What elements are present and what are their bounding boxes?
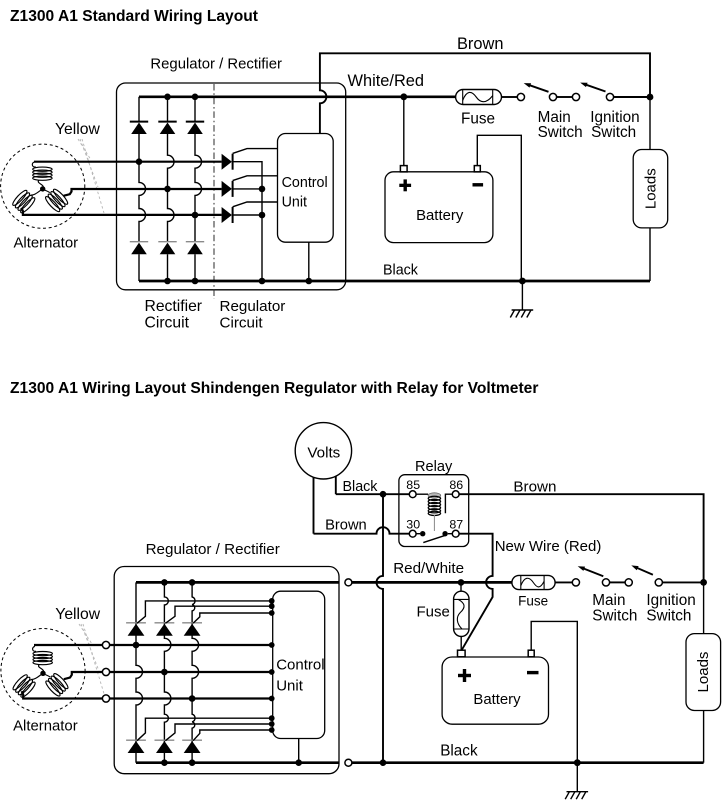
svg-text:Loads: Loads xyxy=(642,168,659,209)
svg-text:Loads: Loads xyxy=(695,652,712,693)
svg-text:Alternator: Alternator xyxy=(14,236,79,252)
svg-text:Unit: Unit xyxy=(276,677,304,694)
svg-text:Circuit: Circuit xyxy=(220,314,264,331)
svg-text:Main: Main xyxy=(592,592,625,609)
svg-text:Fuse: Fuse xyxy=(417,603,450,620)
svg-text:New Wire (Red): New Wire (Red) xyxy=(495,538,602,555)
svg-text:Black: Black xyxy=(343,479,379,495)
svg-text:86: 86 xyxy=(449,478,463,492)
svg-text:Main: Main xyxy=(538,109,571,126)
svg-text:Ignition: Ignition xyxy=(590,109,639,126)
svg-text:85: 85 xyxy=(406,478,420,492)
svg-text:Ignition: Ignition xyxy=(646,592,695,609)
svg-text:Black: Black xyxy=(383,262,419,278)
svg-text:Z1300 A1 Wiring Layout Shinden: Z1300 A1 Wiring Layout Shindengen Regula… xyxy=(10,380,538,397)
svg-text:Regulator: Regulator xyxy=(220,298,286,315)
svg-text:Rectifier: Rectifier xyxy=(145,298,203,315)
svg-text:Regulator / Rectifier: Regulator / Rectifier xyxy=(146,541,280,558)
svg-text:Battery: Battery xyxy=(416,208,464,224)
svg-text:Alternator: Alternator xyxy=(13,718,78,734)
svg-text:Control: Control xyxy=(276,657,324,674)
svg-text:Yellow: Yellow xyxy=(55,606,100,623)
svg-text:Volts: Volts xyxy=(307,445,340,462)
svg-text:Control: Control xyxy=(282,175,328,191)
svg-text:87: 87 xyxy=(449,518,463,532)
svg-text:Black: Black xyxy=(440,742,478,759)
svg-text:Red/White: Red/White xyxy=(393,560,464,577)
svg-text:Z1300 A1 Standard Wiring Layou: Z1300 A1 Standard Wiring Layout xyxy=(10,8,258,25)
svg-text:Unit: Unit xyxy=(282,195,307,211)
svg-text:Regulator / Rectifier: Regulator / Rectifier xyxy=(150,56,282,72)
svg-text:Brown: Brown xyxy=(513,479,556,496)
svg-text:Brown: Brown xyxy=(325,517,367,533)
svg-text:Fuse: Fuse xyxy=(518,594,548,609)
svg-text:Battery: Battery xyxy=(473,692,521,708)
svg-text:Yellow: Yellow xyxy=(55,121,100,138)
svg-text:Switch: Switch xyxy=(538,124,583,141)
svg-text:30: 30 xyxy=(406,518,420,532)
svg-text:Fuse: Fuse xyxy=(461,110,495,127)
svg-text:Brown: Brown xyxy=(457,35,503,53)
svg-text:Switch: Switch xyxy=(591,124,636,141)
svg-text:Circuit: Circuit xyxy=(145,315,190,332)
svg-text:White/Red: White/Red xyxy=(348,72,425,90)
svg-text:Switch: Switch xyxy=(592,607,637,624)
svg-text:Relay: Relay xyxy=(415,459,453,475)
svg-text:Switch: Switch xyxy=(646,607,691,624)
